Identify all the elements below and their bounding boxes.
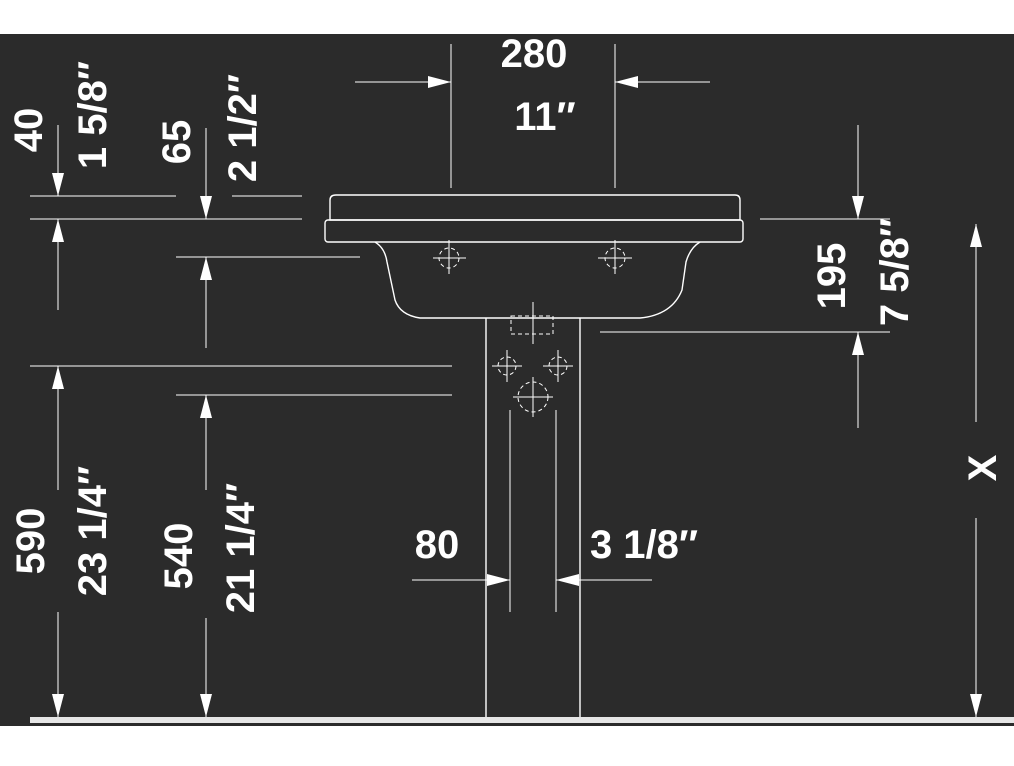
dim-280-arrow-left: [428, 76, 451, 88]
dim-280-arrow-right: [615, 76, 638, 88]
dim-x-arrow-top: [970, 224, 982, 247]
floor-line: [30, 717, 1014, 723]
label-280-mm: 280: [501, 32, 568, 76]
label-65-mm: 65: [155, 120, 199, 165]
basin-mounting-hole-left: [433, 240, 466, 274]
dim-80-arrow-left: [487, 574, 510, 586]
dim-195-arrow-bottom: [852, 332, 864, 355]
label-x: X: [961, 454, 1005, 481]
label-195-mm: 195: [810, 243, 854, 310]
basin-mounting-hole-right: [598, 240, 632, 274]
label-80-mm: 80: [415, 523, 460, 567]
waste-outlet-box: [510, 315, 554, 335]
label-80-in: 3 1/8″: [590, 523, 698, 567]
dim-540-arrow-bottom: [200, 694, 212, 717]
dim-x-arrow-bottom: [970, 694, 982, 717]
label-540-in: 21 1/4″: [219, 483, 263, 613]
dim-195-arrow-top: [852, 196, 864, 219]
label-540-mm: 540: [157, 523, 201, 590]
waste-pipe-opening: [513, 377, 553, 417]
basin-rim-front: [324, 219, 744, 243]
dim-40-arrow-bottom: [52, 219, 64, 242]
dim-65-arrow-bottom: [200, 257, 212, 280]
dim-65-arrow-top: [200, 196, 212, 219]
dim-40-arrow-top: [52, 173, 64, 196]
basin-rim-top: [329, 194, 741, 221]
label-280-in: 11″: [514, 95, 575, 139]
dim-80-arrow-right: [556, 574, 579, 586]
label-590-in: 23 1/4″: [71, 466, 115, 596]
dim-590-arrow-top: [52, 366, 64, 389]
label-65-in: 2 1/2″: [221, 74, 265, 182]
label-40-mm: 40: [7, 108, 51, 153]
label-195-in: 7 5/8″: [873, 218, 917, 326]
dim-540-arrow-top: [200, 395, 212, 418]
pedestal-fixing-left: [492, 350, 522, 382]
pedestal-fixing-right: [543, 350, 573, 382]
label-590-mm: 590: [9, 508, 53, 575]
basin-bowl: [374, 241, 701, 319]
dim-590-arrow-bottom: [52, 694, 64, 717]
label-40-in: 1 5/8″: [71, 61, 115, 169]
